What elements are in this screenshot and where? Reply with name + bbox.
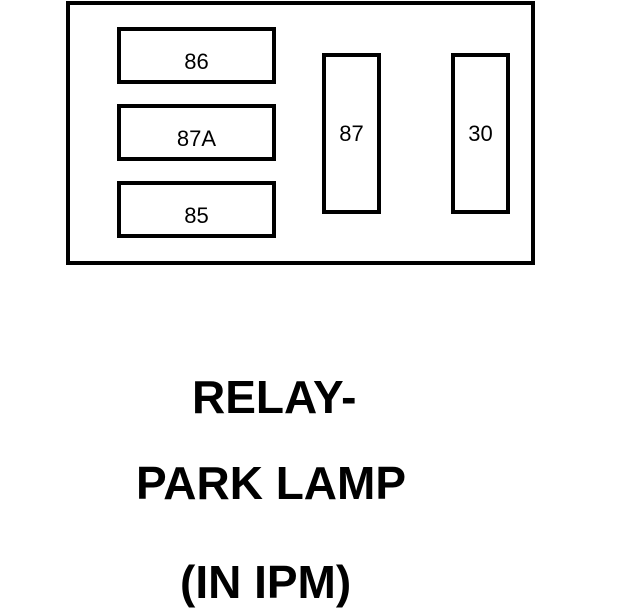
terminal-85: 85 xyxy=(117,181,276,238)
terminal-87-label: 87 xyxy=(339,120,364,146)
relay-outline xyxy=(66,1,535,265)
terminal-30-label: 30 xyxy=(468,120,493,146)
caption-title-line: RELAY- xyxy=(192,371,357,423)
caption-subtitle-line: PARK LAMP xyxy=(136,457,407,509)
terminal-87a-label: 87A xyxy=(176,125,217,151)
terminal-85-label: 85 xyxy=(184,202,209,228)
terminal-30: 30 xyxy=(451,53,510,214)
terminal-86-label: 86 xyxy=(184,48,209,74)
terminal-87a: 87A xyxy=(117,104,276,161)
terminal-86: 86 xyxy=(117,27,276,84)
terminal-87: 87 xyxy=(322,53,381,214)
caption-location-line: (IN IPM) xyxy=(180,556,352,608)
